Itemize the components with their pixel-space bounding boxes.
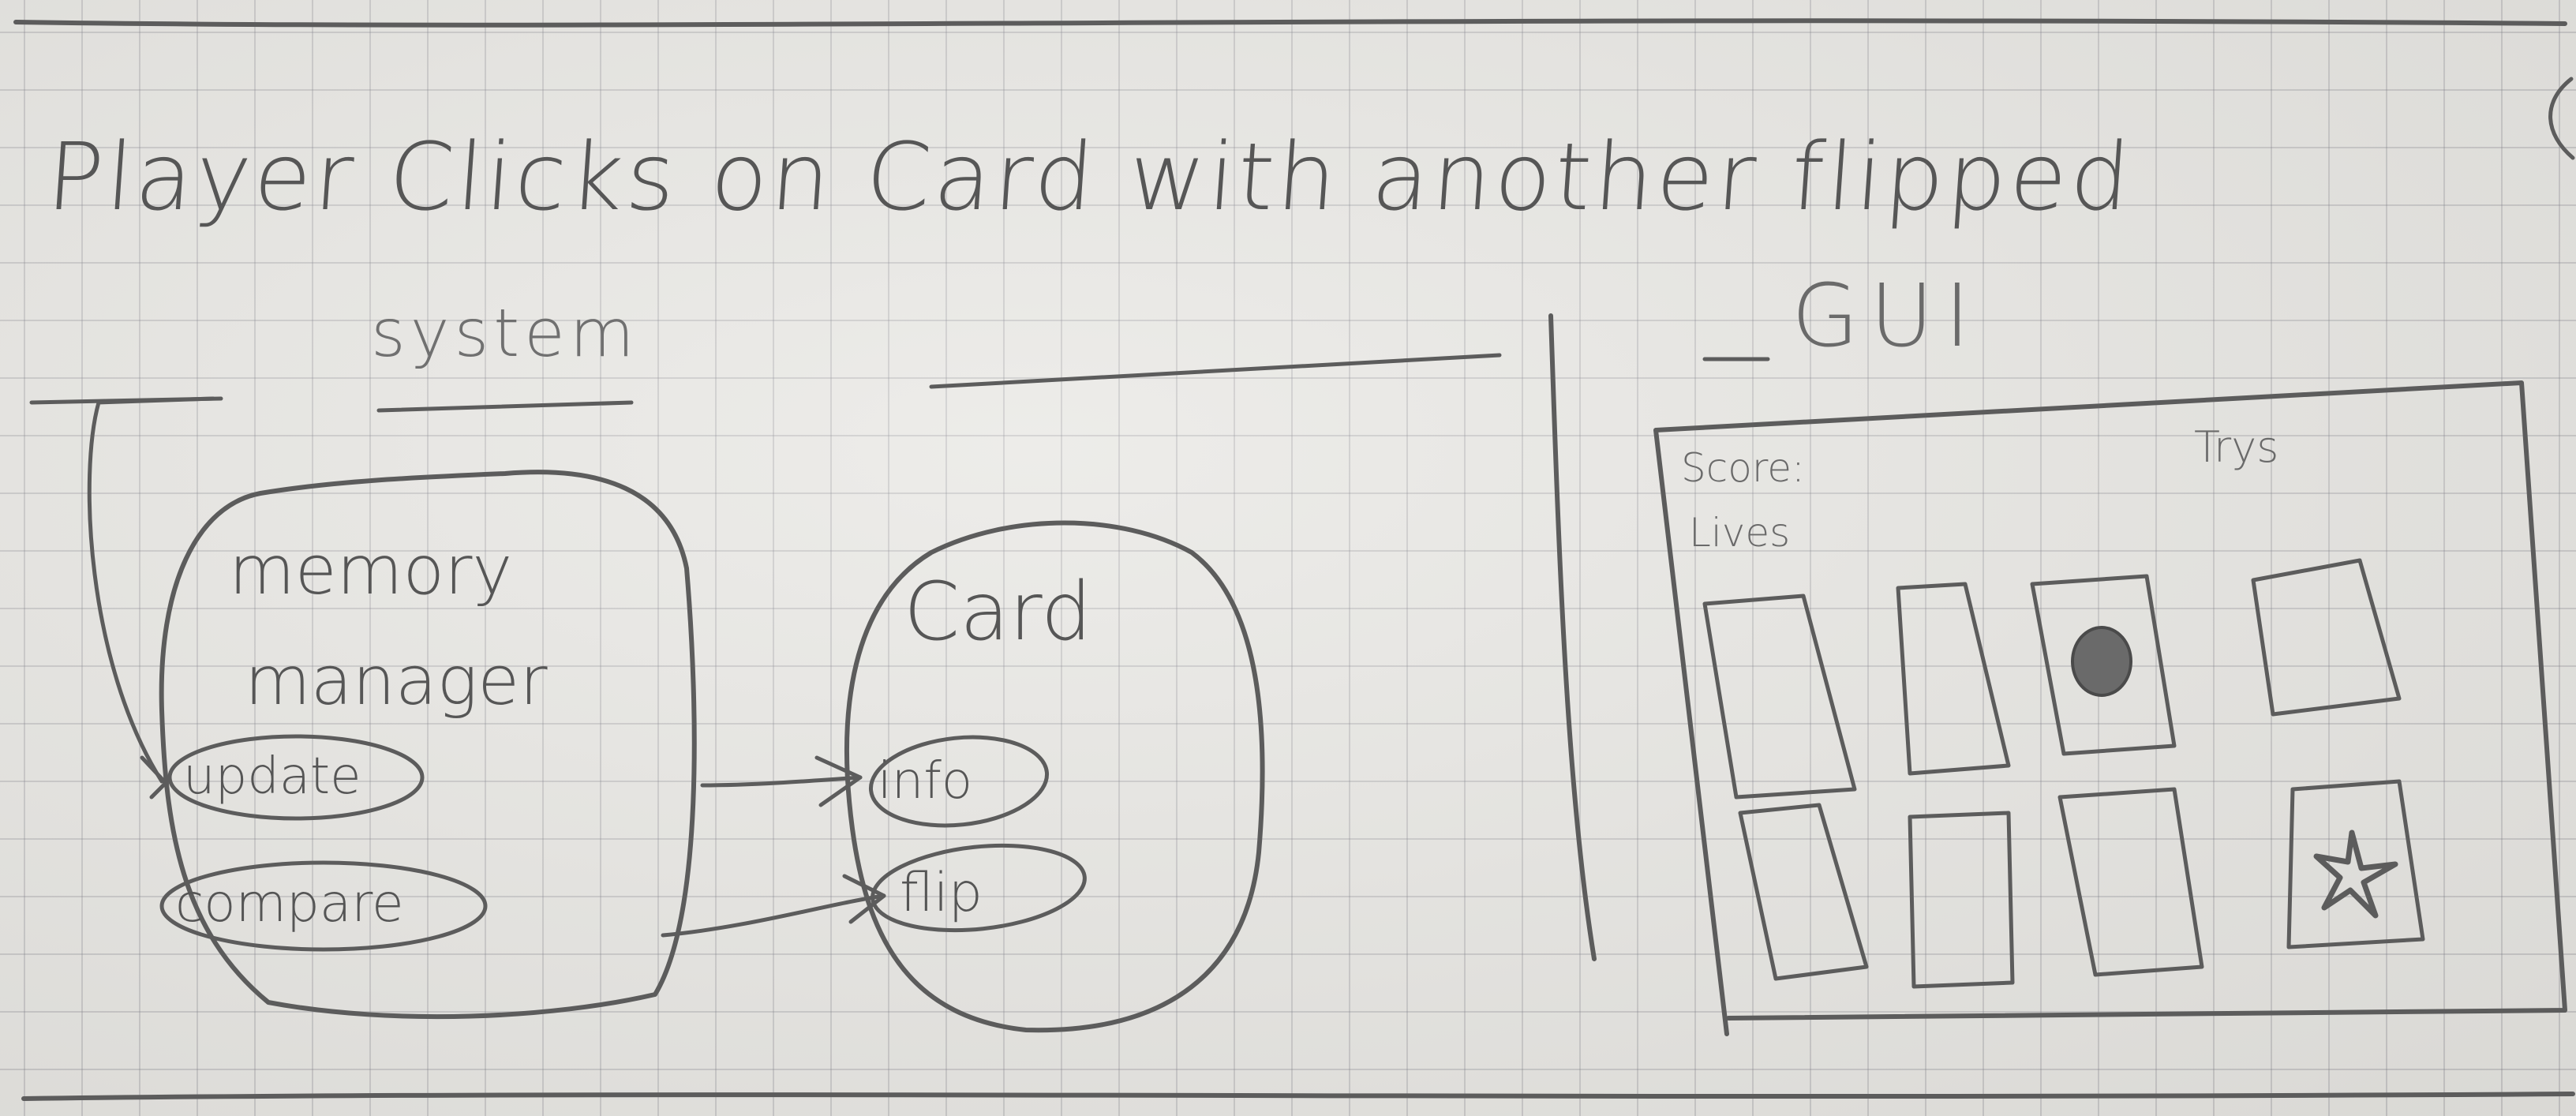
memory-manager-title-line1: memory [229, 531, 513, 610]
gui-card [1896, 582, 2011, 776]
gui-frame [1653, 380, 2567, 1036]
bottom-border-line [21, 1092, 2575, 1101]
star-symbol-icon [2313, 830, 2398, 919]
top-border-line [13, 18, 2567, 28]
system-section-label: system [371, 294, 639, 372]
compare-to-flip-arrow [661, 893, 886, 938]
page-edge-glyph [2548, 77, 2575, 160]
info-oval [868, 735, 1050, 828]
update-to-info-arrow [700, 775, 863, 788]
circle-symbol-icon [2071, 626, 2132, 697]
gui-trys-label: Trys [2194, 422, 2279, 472]
gui-card [2286, 779, 2425, 949]
update-to-info-arrowhead [814, 755, 863, 807]
gui-card [2057, 787, 2204, 977]
gui-lives-label: Lives [1689, 510, 1791, 556]
method-flip: flip [900, 862, 983, 924]
compare-oval [159, 860, 488, 952]
player-arrow [87, 396, 215, 784]
method-info: info [878, 752, 973, 811]
method-compare: compare [175, 873, 404, 934]
system-underline-mid [376, 400, 634, 413]
method-update: update [183, 747, 361, 806]
update-oval [167, 734, 425, 821]
diagram-title: Player Clicks on Card with another flipp… [43, 122, 2136, 231]
section-divider [1548, 313, 1597, 961]
gui-card [1738, 803, 1869, 981]
gui-section-label: GUI [1792, 265, 1982, 366]
player-arrowhead [140, 755, 168, 800]
card-title: Card [904, 565, 1092, 659]
gui-card [1702, 594, 1857, 800]
gui-card [2030, 574, 2177, 756]
compare-to-flip-arrowhead [842, 874, 886, 924]
gui-card [1908, 811, 2015, 989]
system-underline-right [929, 353, 1502, 389]
gui-card [2251, 558, 2402, 717]
memory-manager-title-line2: manager [245, 642, 548, 721]
memory-manager-box [159, 470, 697, 1020]
gui-score-label: Score: [1681, 445, 1805, 491]
